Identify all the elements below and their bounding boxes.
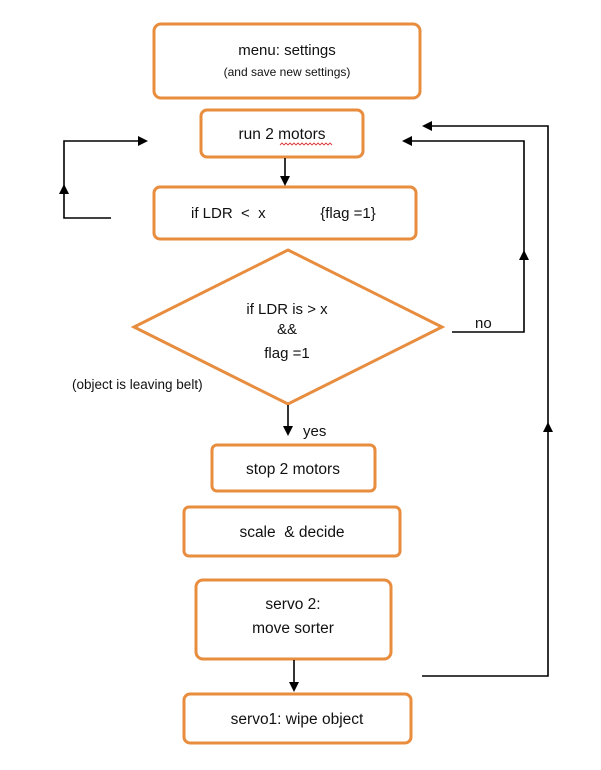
servo1-label: servo1: wipe object — [231, 711, 364, 728]
decision-diamond — [130, 248, 446, 406]
stop-motors-box — [210, 443, 377, 493]
arrow-decision-no-up — [452, 250, 529, 333]
arrow-return-to-run — [422, 121, 549, 424]
scale-decide-label: scale & decide — [239, 524, 344, 541]
menu-settings-label: menu: settings — [238, 42, 336, 59]
arrow-if-loop-left — [59, 184, 111, 219]
if-ldr-less-label: if LDR < x — [191, 205, 266, 222]
servo2-action: move sorter — [252, 620, 334, 637]
no-branch-label: no — [475, 315, 492, 332]
object-leaving-note: (object is leaving belt) — [72, 377, 203, 392]
if-ldr-less-box — [152, 185, 418, 241]
run-motors-box — [199, 108, 365, 159]
yes-branch-label: yes — [303, 423, 326, 440]
menu-save-note: (and save new settings) — [224, 65, 351, 79]
scale-decide-box — [182, 505, 402, 558]
decision-condition-label: if LDR is > x — [246, 301, 328, 318]
stop-motors-label: stop 2 motors — [246, 461, 340, 478]
spellcheck-underline — [279, 142, 333, 146]
servo1-box — [182, 692, 413, 745]
run-motors-label: run 2 motors — [238, 126, 325, 143]
servo2-box — [194, 578, 393, 661]
flag-set-label: {flag =1} — [320, 205, 375, 222]
decision-and-label: && — [277, 321, 297, 338]
servo2-title: servo 2: — [265, 596, 320, 613]
arrow-if-loop-top — [63, 136, 148, 186]
arrow-no-to-run — [402, 136, 525, 252]
menu-settings-box — [152, 22, 422, 100]
arrow-servo2-return-up — [422, 422, 553, 677]
decision-flag-label: flag =1 — [264, 345, 309, 362]
